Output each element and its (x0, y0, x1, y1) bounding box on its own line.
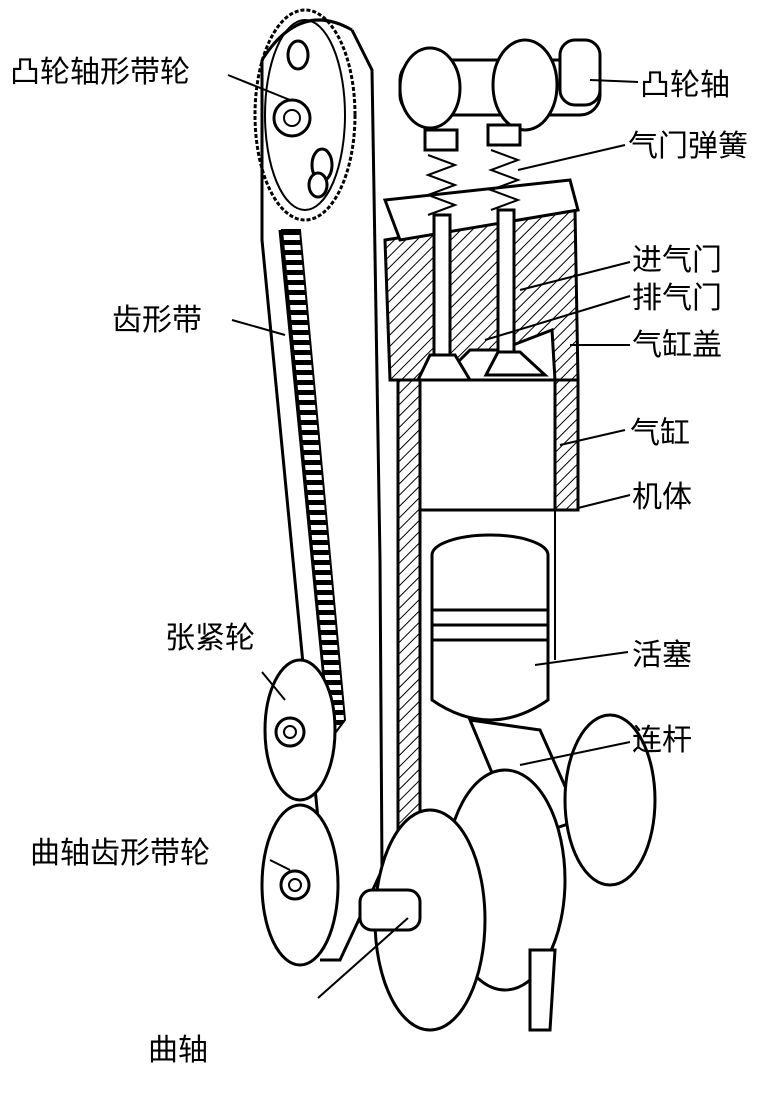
label-valve-spring: 气门弹簧 (628, 129, 748, 164)
label-cylinder-head: 气缸盖 (632, 328, 722, 363)
label-exhaust-valve: 排气门 (632, 281, 722, 316)
engine-block-part (396, 378, 580, 902)
tensioner-part (263, 658, 337, 802)
crank-pulley-part (260, 803, 340, 967)
label-tensioner: 张紧轮 (165, 621, 255, 656)
label-engine-block: 机体 (632, 480, 692, 515)
camshaft-part (398, 38, 602, 132)
timing-belt-part (260, 18, 384, 962)
crank-part (358, 713, 657, 1032)
label-camshaft: 凸轮轴 (640, 68, 730, 103)
label-piston: 活塞 (632, 638, 692, 673)
label-connecting-rod: 连杆 (632, 723, 692, 758)
cam-pulley-part (253, 8, 357, 222)
label-cam-pulley: 凸轮轴形带轮 (10, 55, 190, 90)
valves-part (415, 123, 549, 382)
piston-part (430, 533, 550, 722)
leader-lines (227, 74, 639, 999)
label-crank-pulley: 曲轴齿形带轮 (30, 836, 210, 871)
label-crankshaft: 曲轴 (148, 1033, 208, 1068)
label-cylinder: 气缸 (630, 416, 690, 451)
cylinder-head-part (382, 178, 580, 382)
label-intake-valve: 进气门 (632, 243, 722, 278)
label-toothed-belt: 齿形带 (112, 303, 202, 338)
